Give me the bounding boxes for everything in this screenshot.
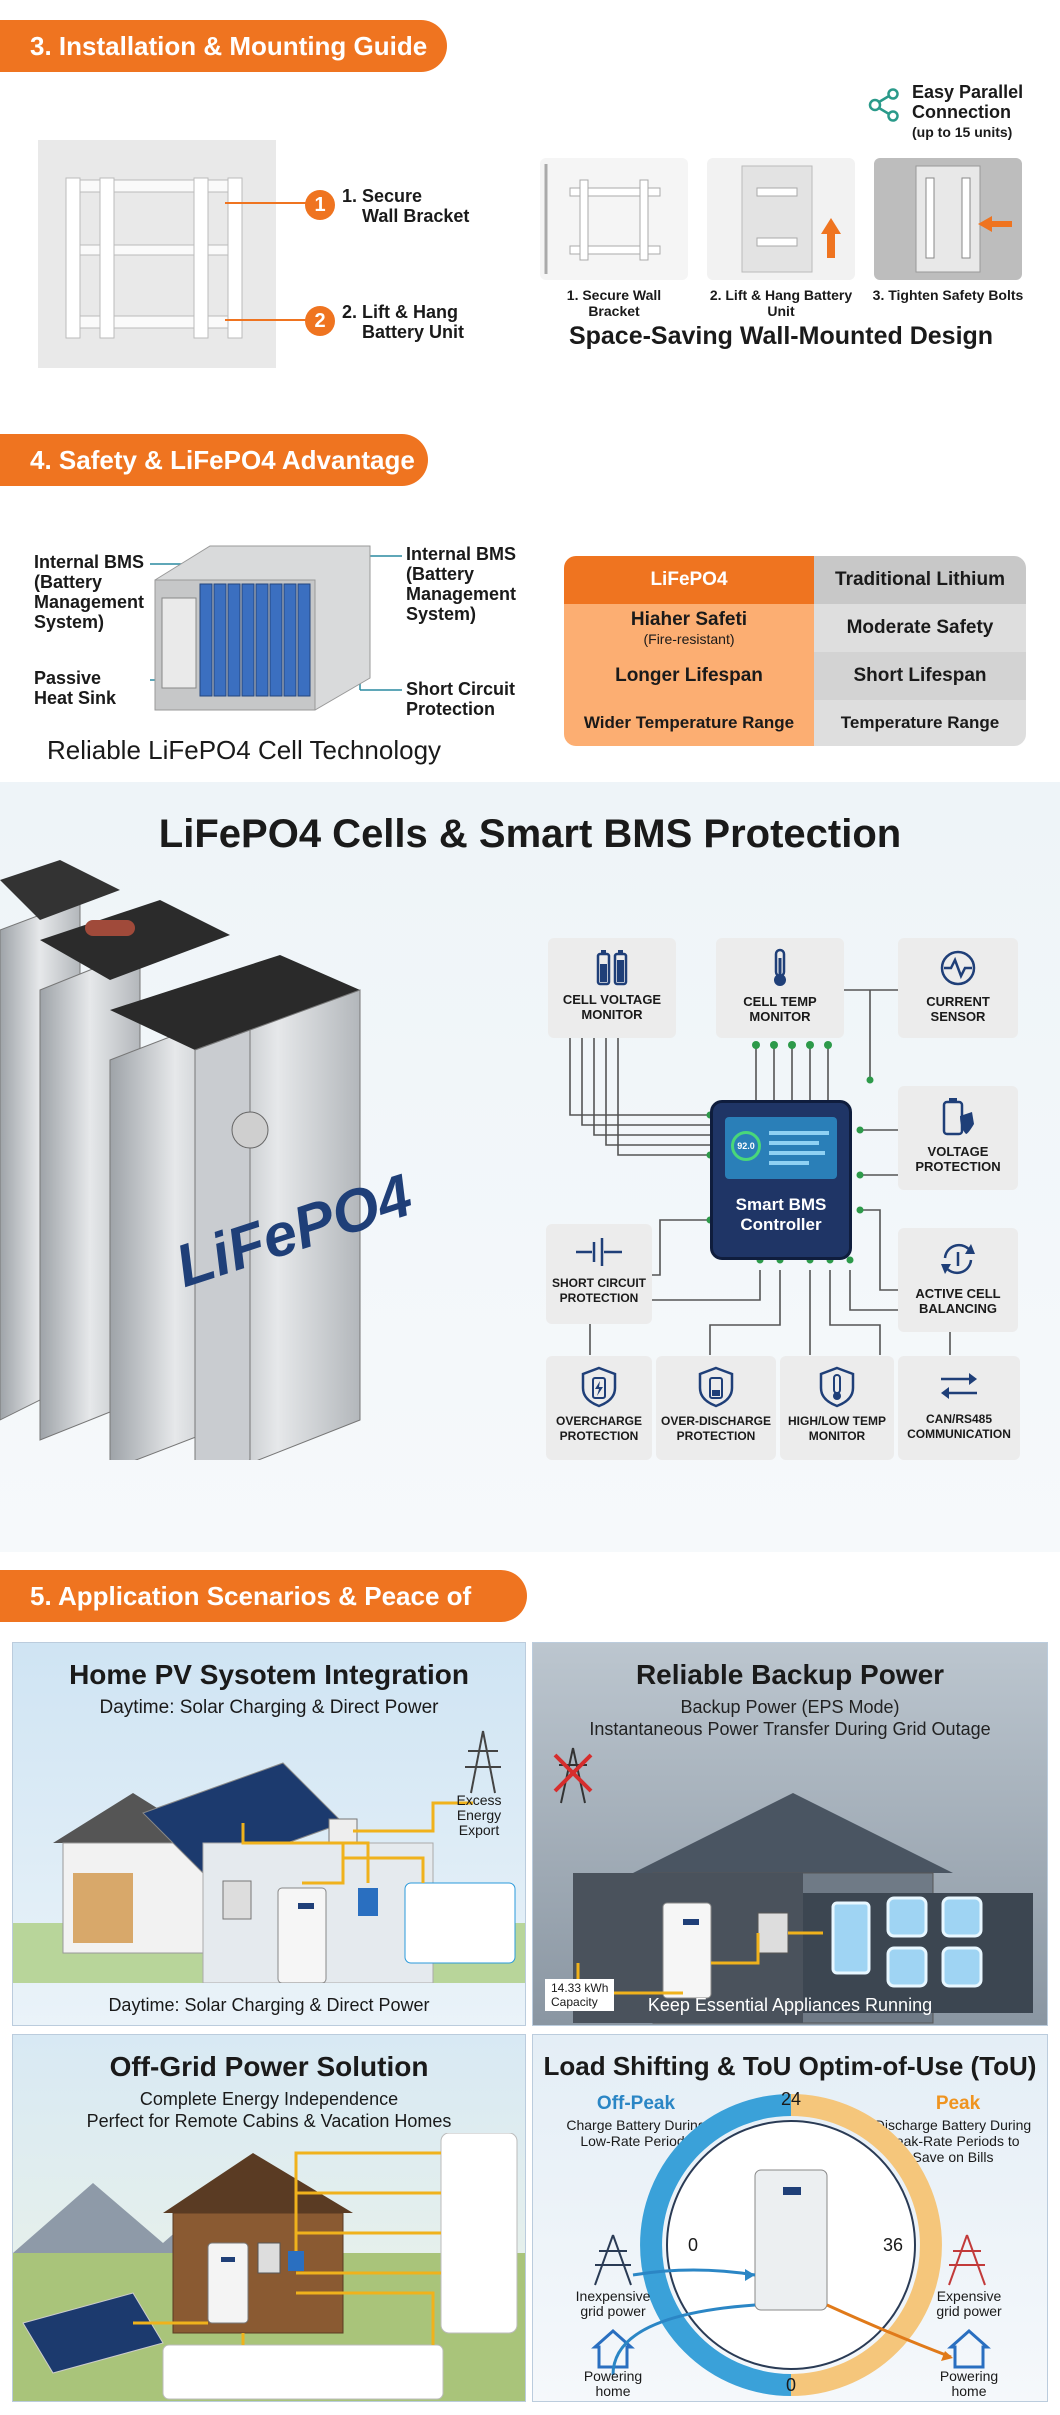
cell-technology-title: Reliable LiFePO4 Cell Technology <box>46 735 442 765</box>
module-current: CURRENT SENSOR <box>898 938 1018 1038</box>
thumb-bracket <box>540 158 688 280</box>
table-head-traditional: Traditional Lithium <box>814 556 1026 604</box>
table-cell-short: Short Lifespan <box>814 652 1026 700</box>
clock-label-top: 24 <box>780 2089 802 2109</box>
thumb-caption-3: 3. Tighten Safety Bolts <box>872 287 1024 303</box>
section3-banner: 3. Installation & Mounting Guide <box>0 20 447 72</box>
thumb-caption-2: 2. Lift & Hang Battery Unit <box>709 287 853 319</box>
offgrid-illustration <box>13 2133 525 2401</box>
section5-banner: 5. Application Scenarios & Peace of Mind <box>0 1570 527 1663</box>
peak-title: Peak <box>935 2093 981 2114</box>
backup-subtitle-1: Backup Power (EPS Mode) <box>680 1697 900 1717</box>
step1-label: 1. Secure Wall Bracket <box>342 186 470 226</box>
current-sensor-icon <box>940 950 976 986</box>
offgrid-subtitle-1: Complete Energy Independence <box>139 2089 399 2109</box>
table-head-lifepo4: LiFePO4 <box>564 556 814 604</box>
backup-subtitle-2: Instantaneous Power Transfer During Grid… <box>589 1719 991 1739</box>
bms-title: LiFePO4 Cells & Smart BMS Protection <box>158 812 902 856</box>
bracket-photo <box>38 140 276 368</box>
capacity-badge: 14.33 kWh Capacity <box>545 1979 615 2011</box>
clock-label-bottom: 0 <box>785 2375 796 2395</box>
module-cell-temp: CELL TEMP MONITOR <box>716 938 844 1038</box>
backup-footer: Keep Essential Appliances Running <box>647 1995 933 2015</box>
table-cell-temp-range: Temperature Range <box>814 700 1026 746</box>
controller-screen: 92.0 <box>725 1117 837 1179</box>
module-overdischarge: OVER-DISCHARGE PROTECTION <box>656 1356 776 1460</box>
module-temp-monitor: HIGH/LOW TEMP MONITOR <box>780 1356 894 1460</box>
module-can: CAN/RS485 COMMUNICATION <box>898 1356 1020 1460</box>
panel-offgrid: Off-Grid Power Solution Complete Energy … <box>12 2034 526 2402</box>
panel-home-pv: Home PV Sysotem Integration Daytime: Sol… <box>12 1642 526 2026</box>
home-pv-footer: Daytime: Solar Charging & Direct Power <box>108 1995 430 2015</box>
home-right-label: Powering home <box>939 2368 999 2399</box>
module-overcharge: OVERCHARGE PROTECTION <box>546 1356 652 1460</box>
step2-label: 2. Lift & Hang Battery Unit <box>342 302 465 342</box>
table-cell-lifespan: Longer Lifespan <box>564 652 814 700</box>
module-cell-voltage: CELL VOLTAGE MONITOR <box>548 938 676 1038</box>
backup-title: Reliable Backup Power <box>635 1659 945 1690</box>
clock-label-right: 36 <box>882 2235 904 2255</box>
parallel-connection-label: Easy Parallel Connection (up to 15 units… <box>912 82 1024 140</box>
peak-text: Discharge Battery During Peak-Rate Perio… <box>874 2117 1032 2165</box>
thumb-caption-1: 1. Secure Wall Bracket <box>566 287 662 319</box>
tou-title: Load Shifting & ToU Optim-of-Use (ToU) <box>543 2051 1037 2081</box>
home-pv-title: Home PV Sysotem Integration <box>69 1659 469 1690</box>
table-cell-temp: Wider Temperature Range <box>564 700 814 746</box>
bms-right-label: Internal BMS (Battery Management System) <box>406 544 517 624</box>
battery-shield-icon <box>942 1098 974 1136</box>
section4-banner: 4. Safety & LiFePO4 Advantage <box>0 434 428 486</box>
offpeak-title: Off-Peak <box>596 2093 676 2114</box>
screen-gauge: 92.0 <box>731 1131 761 1161</box>
overdischarge-shield-icon <box>698 1366 734 1408</box>
short-circuit-label: Short Circuit Protection <box>406 679 516 719</box>
backup-illustration <box>553 1747 1033 2024</box>
step1-badge: 1 <box>305 190 335 220</box>
table-cell-moderate: Moderate Safety <box>814 604 1026 652</box>
clock-label-left: 0 <box>687 2235 698 2255</box>
overcharge-shield-icon <box>581 1366 617 1408</box>
module-balancing: ACTIVE CELL BALANCING <box>898 1228 1018 1332</box>
module-short-circuit: SHORT CIRCUIT PROTECTION <box>546 1224 652 1324</box>
battery-module-image <box>150 545 402 711</box>
home-left-label: Powering home <box>583 2368 643 2399</box>
thermometer-icon <box>774 948 786 986</box>
export-label: Excess Energy Export <box>456 1792 502 1838</box>
table-cell-safety: Hiaher Safeti(Fire-resistant) <box>564 604 814 652</box>
bms-left-label: Internal BMS (Battery Management System) <box>34 552 145 632</box>
panel-backup: Reliable Backup Power Backup Power (EPS … <box>532 1642 1048 2026</box>
home-pv-illustration <box>13 1730 525 1983</box>
heat-sink-label: Passive Heat Sink <box>34 668 117 708</box>
short-circuit-icon <box>576 1238 622 1266</box>
tou-clock <box>591 2094 991 2396</box>
grid-right-label: Expensive grid power <box>936 2288 1002 2319</box>
battery-icon <box>596 950 628 986</box>
grid-left-label: Inexpensive grid power <box>575 2288 651 2319</box>
module-voltage-protection: VOLTAGE PROTECTION <box>898 1086 1018 1190</box>
offgrid-subtitle-2: Perfect for Remote Cabins & Vacation Hom… <box>86 2111 452 2131</box>
comparison-table: LiFePO4 Traditional Lithium Hiaher Safet… <box>564 556 1026 746</box>
thumb-lift <box>707 158 855 280</box>
share-icon <box>868 88 899 122</box>
panel-tou: Load Shifting & ToU Optim-of-Use (ToU) O… <box>532 2034 1048 2402</box>
temp-shield-icon <box>819 1366 855 1408</box>
lifepo4-cells-image: LiFePO4 <box>0 860 420 1460</box>
step-connectors <box>225 202 315 321</box>
offgrid-title: Off-Grid Power Solution <box>109 2051 429 2082</box>
step2-badge: 2 <box>305 306 335 336</box>
design-title: Space-Saving Wall-Mounted Design <box>568 322 994 350</box>
thumb-bolts <box>874 158 1022 280</box>
balancing-icon <box>941 1243 975 1275</box>
home-pv-subtitle: Daytime: Solar Charging & Direct Power <box>99 1697 439 1718</box>
exchange-arrows-icon <box>941 1373 977 1399</box>
